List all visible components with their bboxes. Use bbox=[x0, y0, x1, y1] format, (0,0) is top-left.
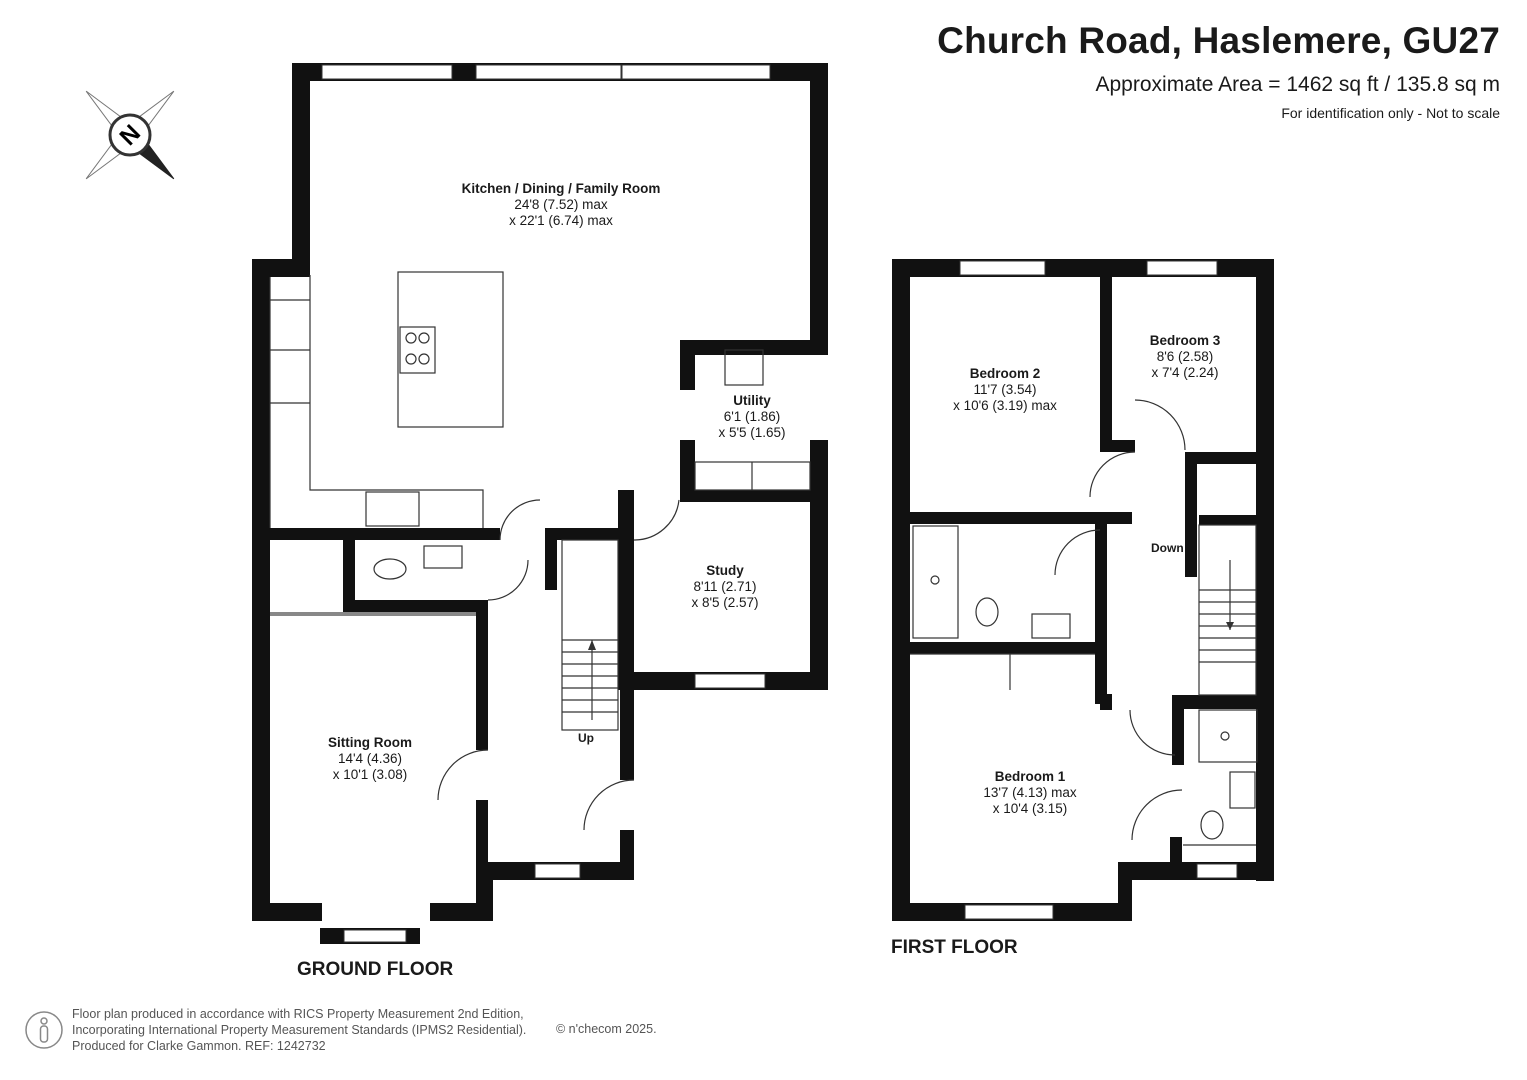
room-dimension: x 5'5 (1.65) bbox=[718, 425, 786, 440]
room-label-bedroom-3: Bedroom 3 8'6 (2.58) x 7'4 (2.24) bbox=[1130, 333, 1240, 381]
room-name: Bedroom 3 bbox=[1149, 333, 1221, 348]
room-name: Bedroom 2 bbox=[969, 366, 1041, 381]
approximate-area: Approximate Area = 1462 sq ft / 135.8 sq… bbox=[1095, 73, 1501, 96]
room-label-kitchen: Kitchen / Dining / Family Room 24'8 (7.5… bbox=[441, 181, 681, 229]
room-dimension: 6'1 (1.86) bbox=[723, 409, 781, 424]
footer-line: Incorporating International Property Mea… bbox=[72, 1023, 527, 1037]
room-dimension: 14'4 (4.36) bbox=[337, 751, 403, 766]
person-icon bbox=[25, 1011, 63, 1049]
room-name: Utility bbox=[733, 393, 771, 408]
first-floor-label: FIRST FLOOR bbox=[891, 937, 1018, 958]
stairs-down-label: Down bbox=[1151, 541, 1184, 555]
room-name: Study bbox=[706, 563, 744, 578]
footer-line: Floor plan produced in accordance with R… bbox=[72, 1007, 524, 1021]
room-label-sitting-room: Sitting Room 14'4 (4.36) x 10'1 (3.08) bbox=[300, 735, 440, 783]
stairs-up-label: Up bbox=[578, 731, 594, 745]
room-dimension: 11'7 (3.54) bbox=[973, 382, 1037, 397]
room-dimension: x 7'4 (2.24) bbox=[1151, 365, 1219, 380]
room-dimension: x 10'1 (3.08) bbox=[332, 767, 408, 782]
ground-floor-label: GROUND FLOOR bbox=[297, 959, 454, 980]
footer-credit: © n'checom 2025. bbox=[556, 1022, 657, 1036]
room-label-utility: Utility 6'1 (1.86) x 5'5 (1.65) bbox=[697, 393, 807, 441]
room-dimension: 24'8 (7.52) max bbox=[514, 197, 608, 212]
room-dimension: x 22'1 (6.74) max bbox=[509, 213, 613, 228]
room-name: Sitting Room bbox=[328, 735, 412, 750]
room-dimension: x 10'4 (3.15) bbox=[992, 801, 1068, 816]
disclaimer-note: For identification only - Not to scale bbox=[1281, 105, 1500, 121]
room-dimension: 13'7 (4.13) max bbox=[983, 785, 1077, 800]
footer-line: Produced for Clarke Gammon. REF: 1242732 bbox=[72, 1039, 326, 1053]
room-label-bedroom-2: Bedroom 2 11'7 (3.54) x 10'6 (3.19) max bbox=[935, 366, 1075, 414]
room-dimension: 8'6 (2.58) bbox=[1156, 349, 1214, 364]
room-dimension: x 10'6 (3.19) max bbox=[953, 398, 1057, 413]
room-label-study: Study 8'11 (2.71) x 8'5 (2.57) bbox=[660, 563, 790, 611]
room-label-bedroom-1: Bedroom 1 13'7 (4.13) max x 10'4 (3.15) bbox=[960, 769, 1100, 817]
compass-icon: N bbox=[85, 90, 175, 180]
room-name: Kitchen / Dining / Family Room bbox=[461, 181, 661, 196]
page-title: Church Road, Haslemere, GU27 bbox=[937, 20, 1500, 61]
room-dimension: 8'11 (2.71) bbox=[693, 579, 757, 594]
footer-notes: Floor plan produced in accordance with R… bbox=[72, 1006, 526, 1054]
room-name: Bedroom 1 bbox=[994, 769, 1066, 784]
room-dimension: x 8'5 (2.57) bbox=[691, 595, 759, 610]
